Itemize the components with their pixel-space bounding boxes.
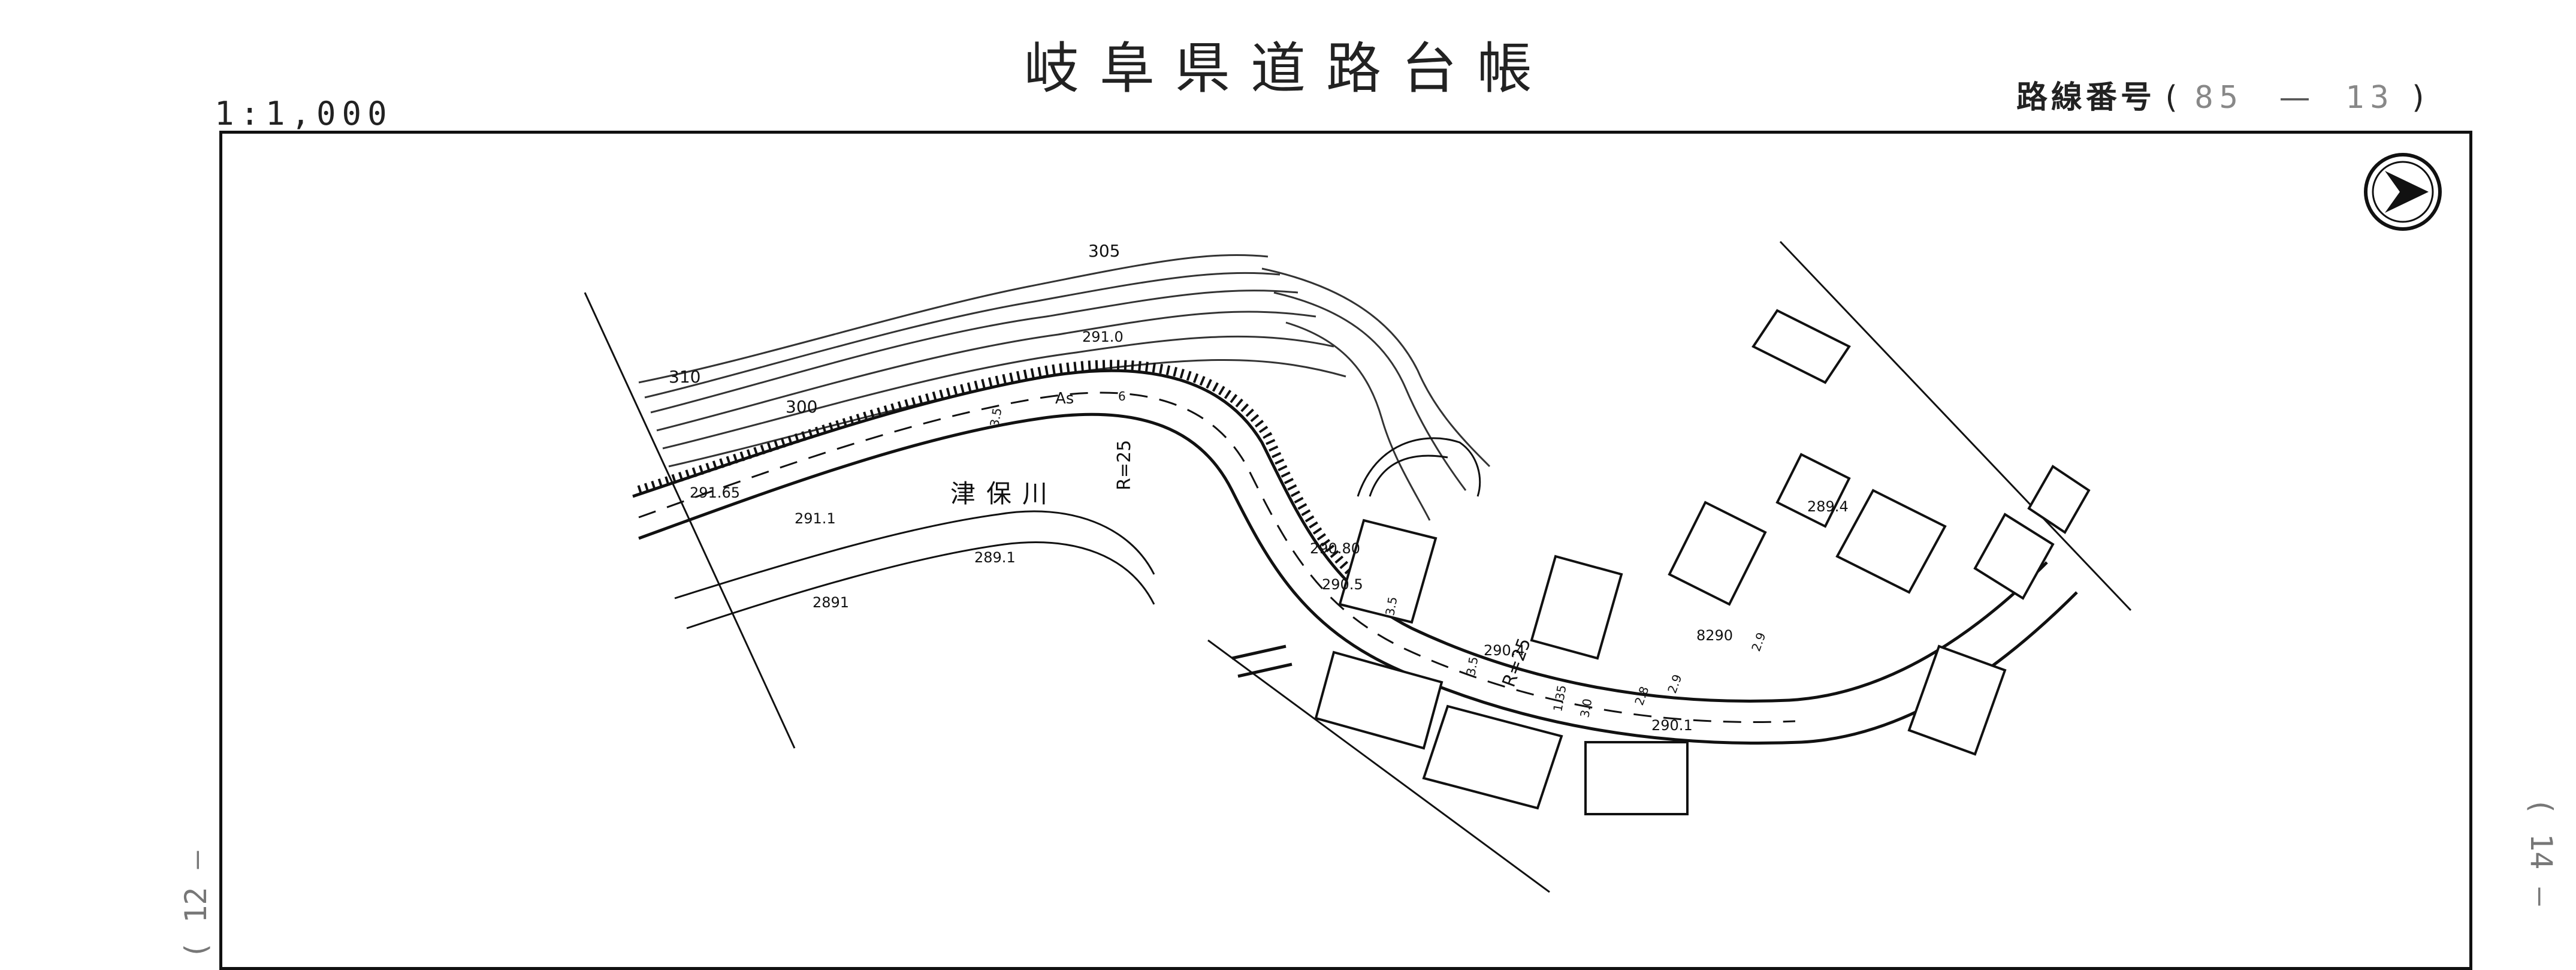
elevation-label: 290.4 <box>1484 642 1525 659</box>
contour-label-300: 300 <box>786 397 817 417</box>
route-dash: — <box>2279 80 2311 116</box>
width-label: 2.9 <box>1665 673 1684 695</box>
route-number-primary: 85 <box>2194 80 2244 116</box>
contour-label-310: 310 <box>669 367 700 387</box>
width-label: 3.0 <box>1577 697 1594 718</box>
elevation-label: 8290 <box>1696 627 1733 644</box>
elevation-label: 289.1 <box>974 549 1016 566</box>
north-arrow-icon <box>2364 153 2442 231</box>
curve-radius-label-1: R=25 <box>1114 440 1135 490</box>
surface-label: As <box>1055 390 1074 408</box>
width-label: 3.5 <box>987 406 1004 427</box>
route-number-secondary: 13 <box>2345 80 2395 116</box>
route-number-label: 路線番号 <box>2016 80 2156 116</box>
contour-label-305: 305 <box>1088 241 1120 261</box>
contour-lines <box>638 254 1491 521</box>
adjacent-sheet-right: ( 14 — <box>2524 797 2559 906</box>
elevation-label: 290.5 <box>1322 576 1363 593</box>
elevation-label: 290.1 <box>1651 717 1693 734</box>
elevation-label: 2891 <box>813 594 849 611</box>
map-scale: 1:1,000 <box>215 95 393 132</box>
width-label: 1.35 <box>1550 684 1569 713</box>
road-map-drawing: 津保川 R=25 R=25 As 310 305 300 291.65 291.… <box>584 240 2132 893</box>
route-paren-open: ( <box>2165 80 2178 116</box>
width-label: 3.5 <box>1382 595 1400 616</box>
buildings <box>1314 309 2091 815</box>
route-number: 路線番号 ( 85 — 13 ) <box>2016 72 2424 117</box>
width-label: 2.9 <box>1748 631 1768 653</box>
adjacent-sheet-left: ( 12 — <box>179 851 213 959</box>
width-label: 6 <box>1118 389 1126 403</box>
river-name-label: 津保川 <box>950 479 1058 508</box>
elevation-label: 289.4 <box>1807 498 1849 515</box>
elevation-label: 291.0 <box>1082 329 1124 345</box>
elevation-label: 291.65 <box>690 484 740 501</box>
elevation-label: 290.80 <box>1310 540 1360 557</box>
width-label: 2.8 <box>1632 685 1651 707</box>
river-banks <box>674 510 1155 629</box>
route-paren-close: ) <box>2412 80 2424 116</box>
page-title: 岐阜県道路台帳 <box>1023 37 1553 101</box>
elevation-label: 291.1 <box>795 510 836 527</box>
width-label: 3.5 <box>1463 655 1481 676</box>
